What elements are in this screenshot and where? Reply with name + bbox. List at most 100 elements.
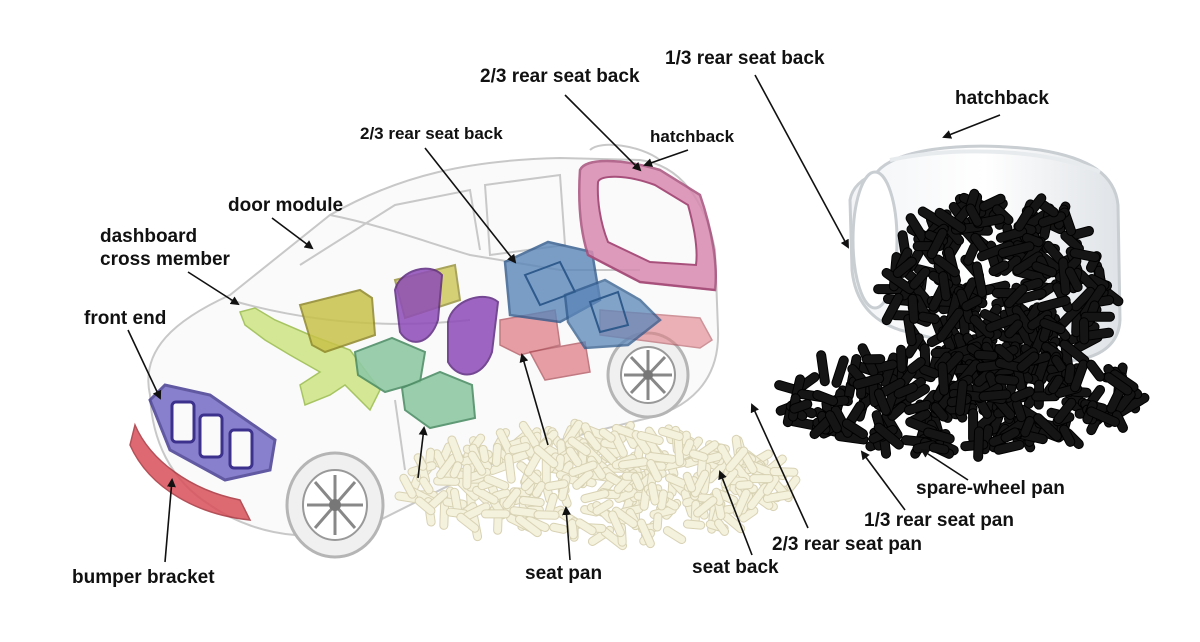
front-seat-back-left <box>393 267 444 343</box>
pellet <box>937 361 950 396</box>
pellet <box>881 292 904 326</box>
front-end-part <box>148 383 277 482</box>
rear-seat-back-13-frame <box>588 290 630 334</box>
pellet <box>567 436 591 456</box>
label-hatchback-car: hatchback <box>650 127 735 146</box>
pellet <box>994 343 1015 363</box>
label-spare-wheel-pan: spare-wheel pan <box>916 478 1065 499</box>
pellet <box>504 452 516 484</box>
arrow-door-module <box>271 217 314 250</box>
pellet <box>611 506 638 529</box>
pellet <box>549 522 568 534</box>
pellet <box>657 426 684 441</box>
pellet <box>994 374 1020 386</box>
pellet <box>923 427 955 444</box>
pellet <box>1069 248 1101 263</box>
label-rear-seat-back-23-mid: 2/3 rear seat back <box>360 124 503 143</box>
label-bumper-bracket: bumper bracket <box>72 567 215 588</box>
pellet <box>973 426 985 462</box>
label-dashboard: dashboard <box>100 226 198 247</box>
pellet <box>1010 386 1035 403</box>
pellet <box>1103 372 1133 396</box>
pellet <box>1080 311 1115 322</box>
pellet <box>789 399 813 414</box>
pellet <box>1086 406 1120 427</box>
pellet <box>1078 317 1090 345</box>
black-pellet-pile <box>774 188 1150 462</box>
arrow-front-end <box>127 329 162 400</box>
pellet <box>688 449 709 462</box>
pellet <box>472 485 499 505</box>
rear-seat-pan-13-part <box>528 341 591 381</box>
pellet <box>462 463 472 490</box>
pellet <box>938 271 952 302</box>
white-pellet-pile <box>394 418 801 551</box>
pellet <box>971 261 988 298</box>
arrow-spare-wheel-pan <box>920 448 969 481</box>
pellet <box>812 389 839 407</box>
pellet <box>714 518 730 536</box>
label-rear-seat-pan-13: 1/3 rear seat pan <box>864 510 1014 531</box>
pellet <box>580 489 610 504</box>
pellet <box>419 476 434 495</box>
pellet <box>491 442 502 467</box>
arrow-rear-seat-pan-23 <box>750 403 809 529</box>
pellet <box>1004 283 1028 309</box>
pellet <box>652 512 663 532</box>
pellet <box>1004 319 1024 339</box>
pellet <box>433 476 461 486</box>
pellet <box>662 526 687 545</box>
pellet <box>693 496 718 518</box>
arrow-seat-pan <box>562 506 572 561</box>
pellet <box>533 445 559 469</box>
pellet <box>1086 359 1106 382</box>
pellet <box>1014 206 1034 232</box>
pellet <box>978 389 1012 402</box>
pellet <box>930 402 949 422</box>
pellet <box>682 471 697 493</box>
pellet <box>892 256 917 279</box>
pellet <box>1031 261 1058 278</box>
pellet <box>575 518 597 536</box>
pellet <box>414 496 436 516</box>
pellet <box>873 422 904 450</box>
pellet <box>630 472 645 492</box>
pellet <box>861 354 886 365</box>
pellet <box>873 388 891 416</box>
pellet <box>907 293 920 324</box>
rear-wheel <box>606 331 690 419</box>
front-wheel <box>285 451 385 559</box>
pellet <box>976 240 1015 262</box>
pellet <box>690 469 710 498</box>
pellet <box>909 266 931 290</box>
pellet <box>969 314 995 340</box>
pellet <box>399 473 417 499</box>
pellet <box>954 379 968 417</box>
label-rear-seat-back-13-top: 1/3 rear seat back <box>665 48 825 69</box>
pellet <box>583 430 602 452</box>
pellet <box>973 349 999 361</box>
pellet <box>965 203 983 227</box>
pellet <box>831 355 849 388</box>
pellet <box>988 260 1010 277</box>
pellet <box>636 518 655 549</box>
pellet <box>682 519 706 530</box>
label-rear-seat-pan-23: 2/3 rear seat pan <box>772 534 922 555</box>
pellet <box>1070 359 1089 393</box>
label-seat-back: seat back <box>692 557 779 578</box>
pellet <box>928 442 950 455</box>
arrow-seat-pan-up <box>417 426 428 479</box>
pellet <box>592 499 614 516</box>
pellet <box>508 442 531 455</box>
pellet <box>636 431 664 445</box>
arrow-rear-seat-back-23-top <box>564 94 642 172</box>
pellet <box>1047 374 1064 395</box>
pellet <box>572 469 594 490</box>
pellet <box>1071 286 1096 312</box>
pellet <box>449 461 463 479</box>
pellet <box>993 439 1025 455</box>
hatchback-part <box>578 159 717 292</box>
pellet <box>514 514 542 538</box>
pellet <box>567 518 578 540</box>
